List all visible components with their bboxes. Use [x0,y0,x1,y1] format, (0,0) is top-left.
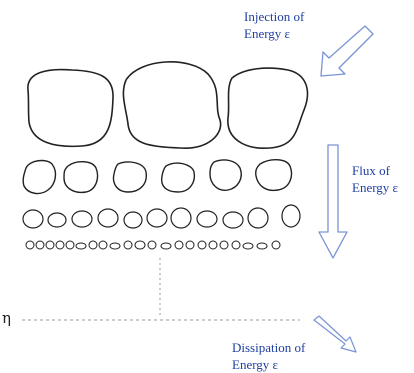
flux-label: Flux of Energy ε [352,162,398,196]
tiny-eddy [243,243,253,249]
small-eddy [48,213,66,227]
tiny-eddy [56,241,64,249]
tiny-eddy [148,241,156,249]
small-eddy [171,208,191,228]
tiny-eddy [209,241,217,249]
dissipation-label-line2: Energy ε [232,356,305,373]
medium-eddy [114,162,147,192]
small-eddy [23,210,43,228]
medium-eddies [23,160,291,194]
dissipation-label: Dissipation of Energy ε [232,339,305,373]
tiny-eddy [99,241,107,249]
small-eddy [98,209,118,227]
small-eddies [23,205,300,228]
medium-eddy [23,161,55,194]
tiny-eddy [89,241,97,249]
tiny-eddy [66,241,74,249]
small-eddy [248,208,268,228]
small-eddy [124,212,142,228]
tiny-eddy [46,241,54,249]
tiny-eddy [36,241,44,249]
tiny-eddy [110,243,120,249]
medium-eddy [64,162,98,193]
medium-eddy [256,160,292,191]
large-eddy [28,70,113,147]
tiny-eddy [257,243,267,249]
tiny-eddy [272,241,280,249]
tiny-eddy [135,241,145,249]
injection-label-line2: Energy ε [244,25,304,42]
tiny-eddy [26,241,34,249]
small-eddy [282,205,300,227]
tiny-eddy [161,243,171,249]
large-eddy [123,62,220,148]
eta-symbol: η [2,309,11,327]
dissipation-arrow [314,316,356,352]
injection-label-line1: Injection of [244,8,304,25]
tiny-eddy [232,241,240,249]
injection-arrow [321,26,373,76]
medium-eddy [162,163,195,192]
tiny-eddy [186,241,194,249]
tiny-eddy [198,241,206,249]
dissipation-label-line1: Dissipation of [232,339,305,356]
tiny-eddy [124,241,132,249]
flux-label-line2: Energy ε [352,179,398,196]
smallest-eddies [26,241,280,249]
flux-arrow [319,145,347,258]
flux-label-line1: Flux of [352,162,398,179]
injection-label: Injection of Energy ε [244,8,304,42]
small-eddy [147,209,167,227]
small-eddy [223,212,243,228]
small-eddy [197,211,217,227]
medium-eddy [210,160,241,190]
tiny-eddy [76,243,86,249]
small-eddy [72,211,92,227]
large-eddy [228,68,308,148]
tiny-eddy [220,241,228,249]
large-eddies [28,62,308,148]
tiny-eddy [175,241,183,249]
